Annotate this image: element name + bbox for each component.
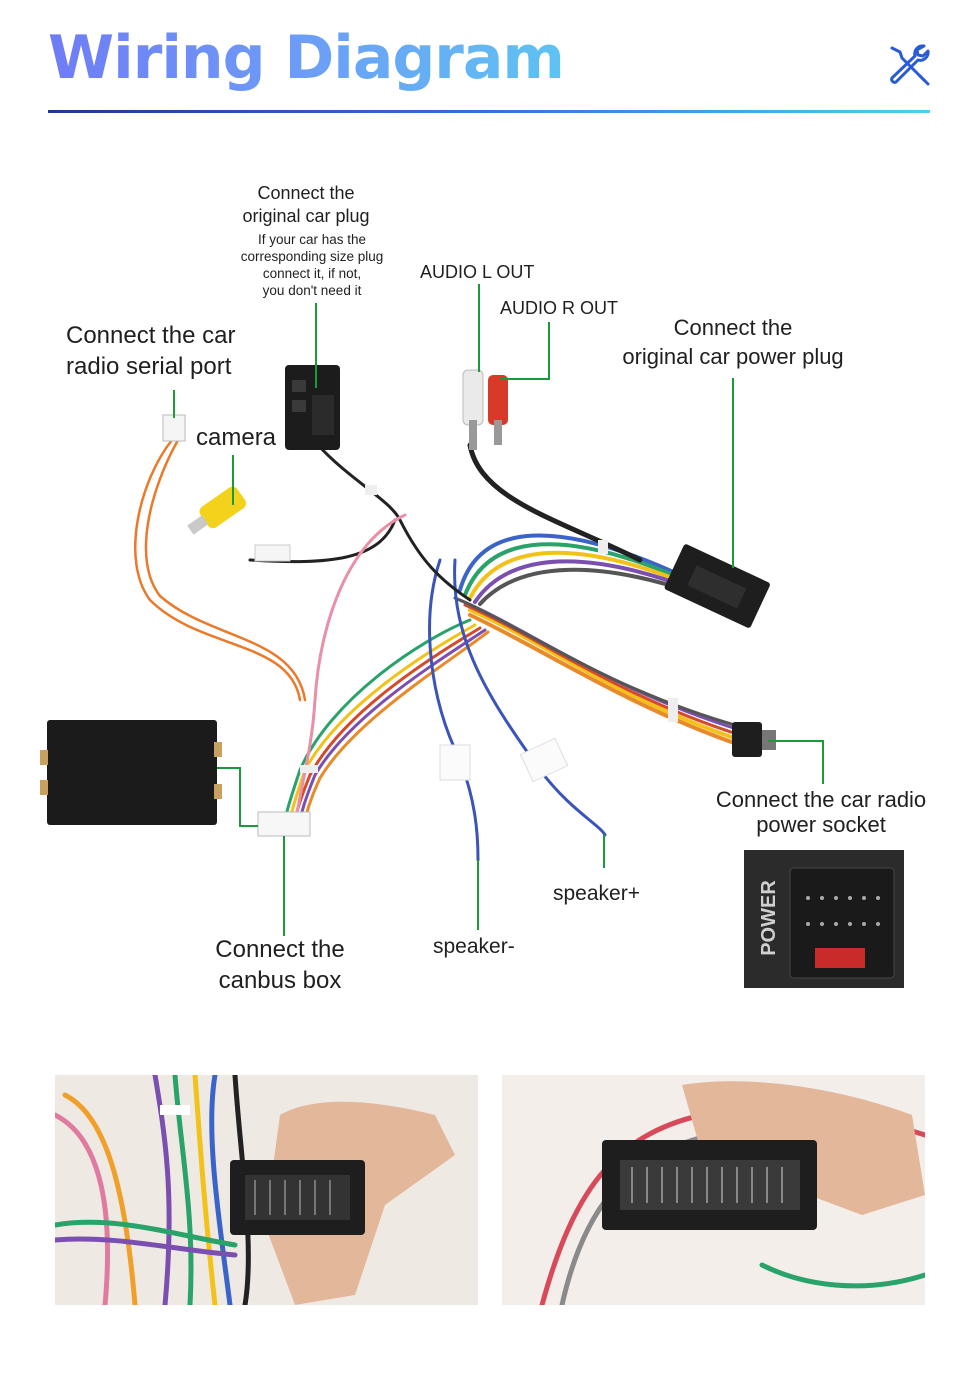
label-speaker-minus: speaker- xyxy=(433,935,515,958)
harness-illustration: POWER xyxy=(40,284,904,988)
label-canbus-box: Connect the canbus box xyxy=(215,936,345,994)
wiring-diagram: POWER Connect the original car plug If y… xyxy=(0,120,980,1040)
label-serial-port: Connect the car radio serial port xyxy=(66,322,236,380)
leader-audio-r xyxy=(500,322,550,380)
socket-print: POWER xyxy=(758,880,780,956)
leader-radio-socket xyxy=(768,740,824,784)
photo-radio-socket-connector xyxy=(502,1075,925,1305)
label-audio-r-out: AUDIO R OUT xyxy=(500,298,619,318)
label-camera: camera xyxy=(196,424,277,451)
label-radio-power-socket: Connect the car radio power socket xyxy=(715,787,927,837)
label-speaker-plus: speaker+ xyxy=(553,882,640,905)
tools-icon xyxy=(890,44,930,86)
label-original-plug-title: Connect the original car plug xyxy=(242,183,370,226)
page-title: Wiring Diagram xyxy=(48,18,565,98)
leader-canbus-box xyxy=(217,767,258,827)
title-underline xyxy=(48,110,930,113)
photo-car-plug-connector xyxy=(55,1075,478,1305)
label-original-plug-note: If your car has the corresponding size p… xyxy=(240,232,384,298)
label-power-plug: Connect the original car power plug xyxy=(622,315,844,369)
label-audio-l-out: AUDIO L OUT xyxy=(420,262,535,282)
